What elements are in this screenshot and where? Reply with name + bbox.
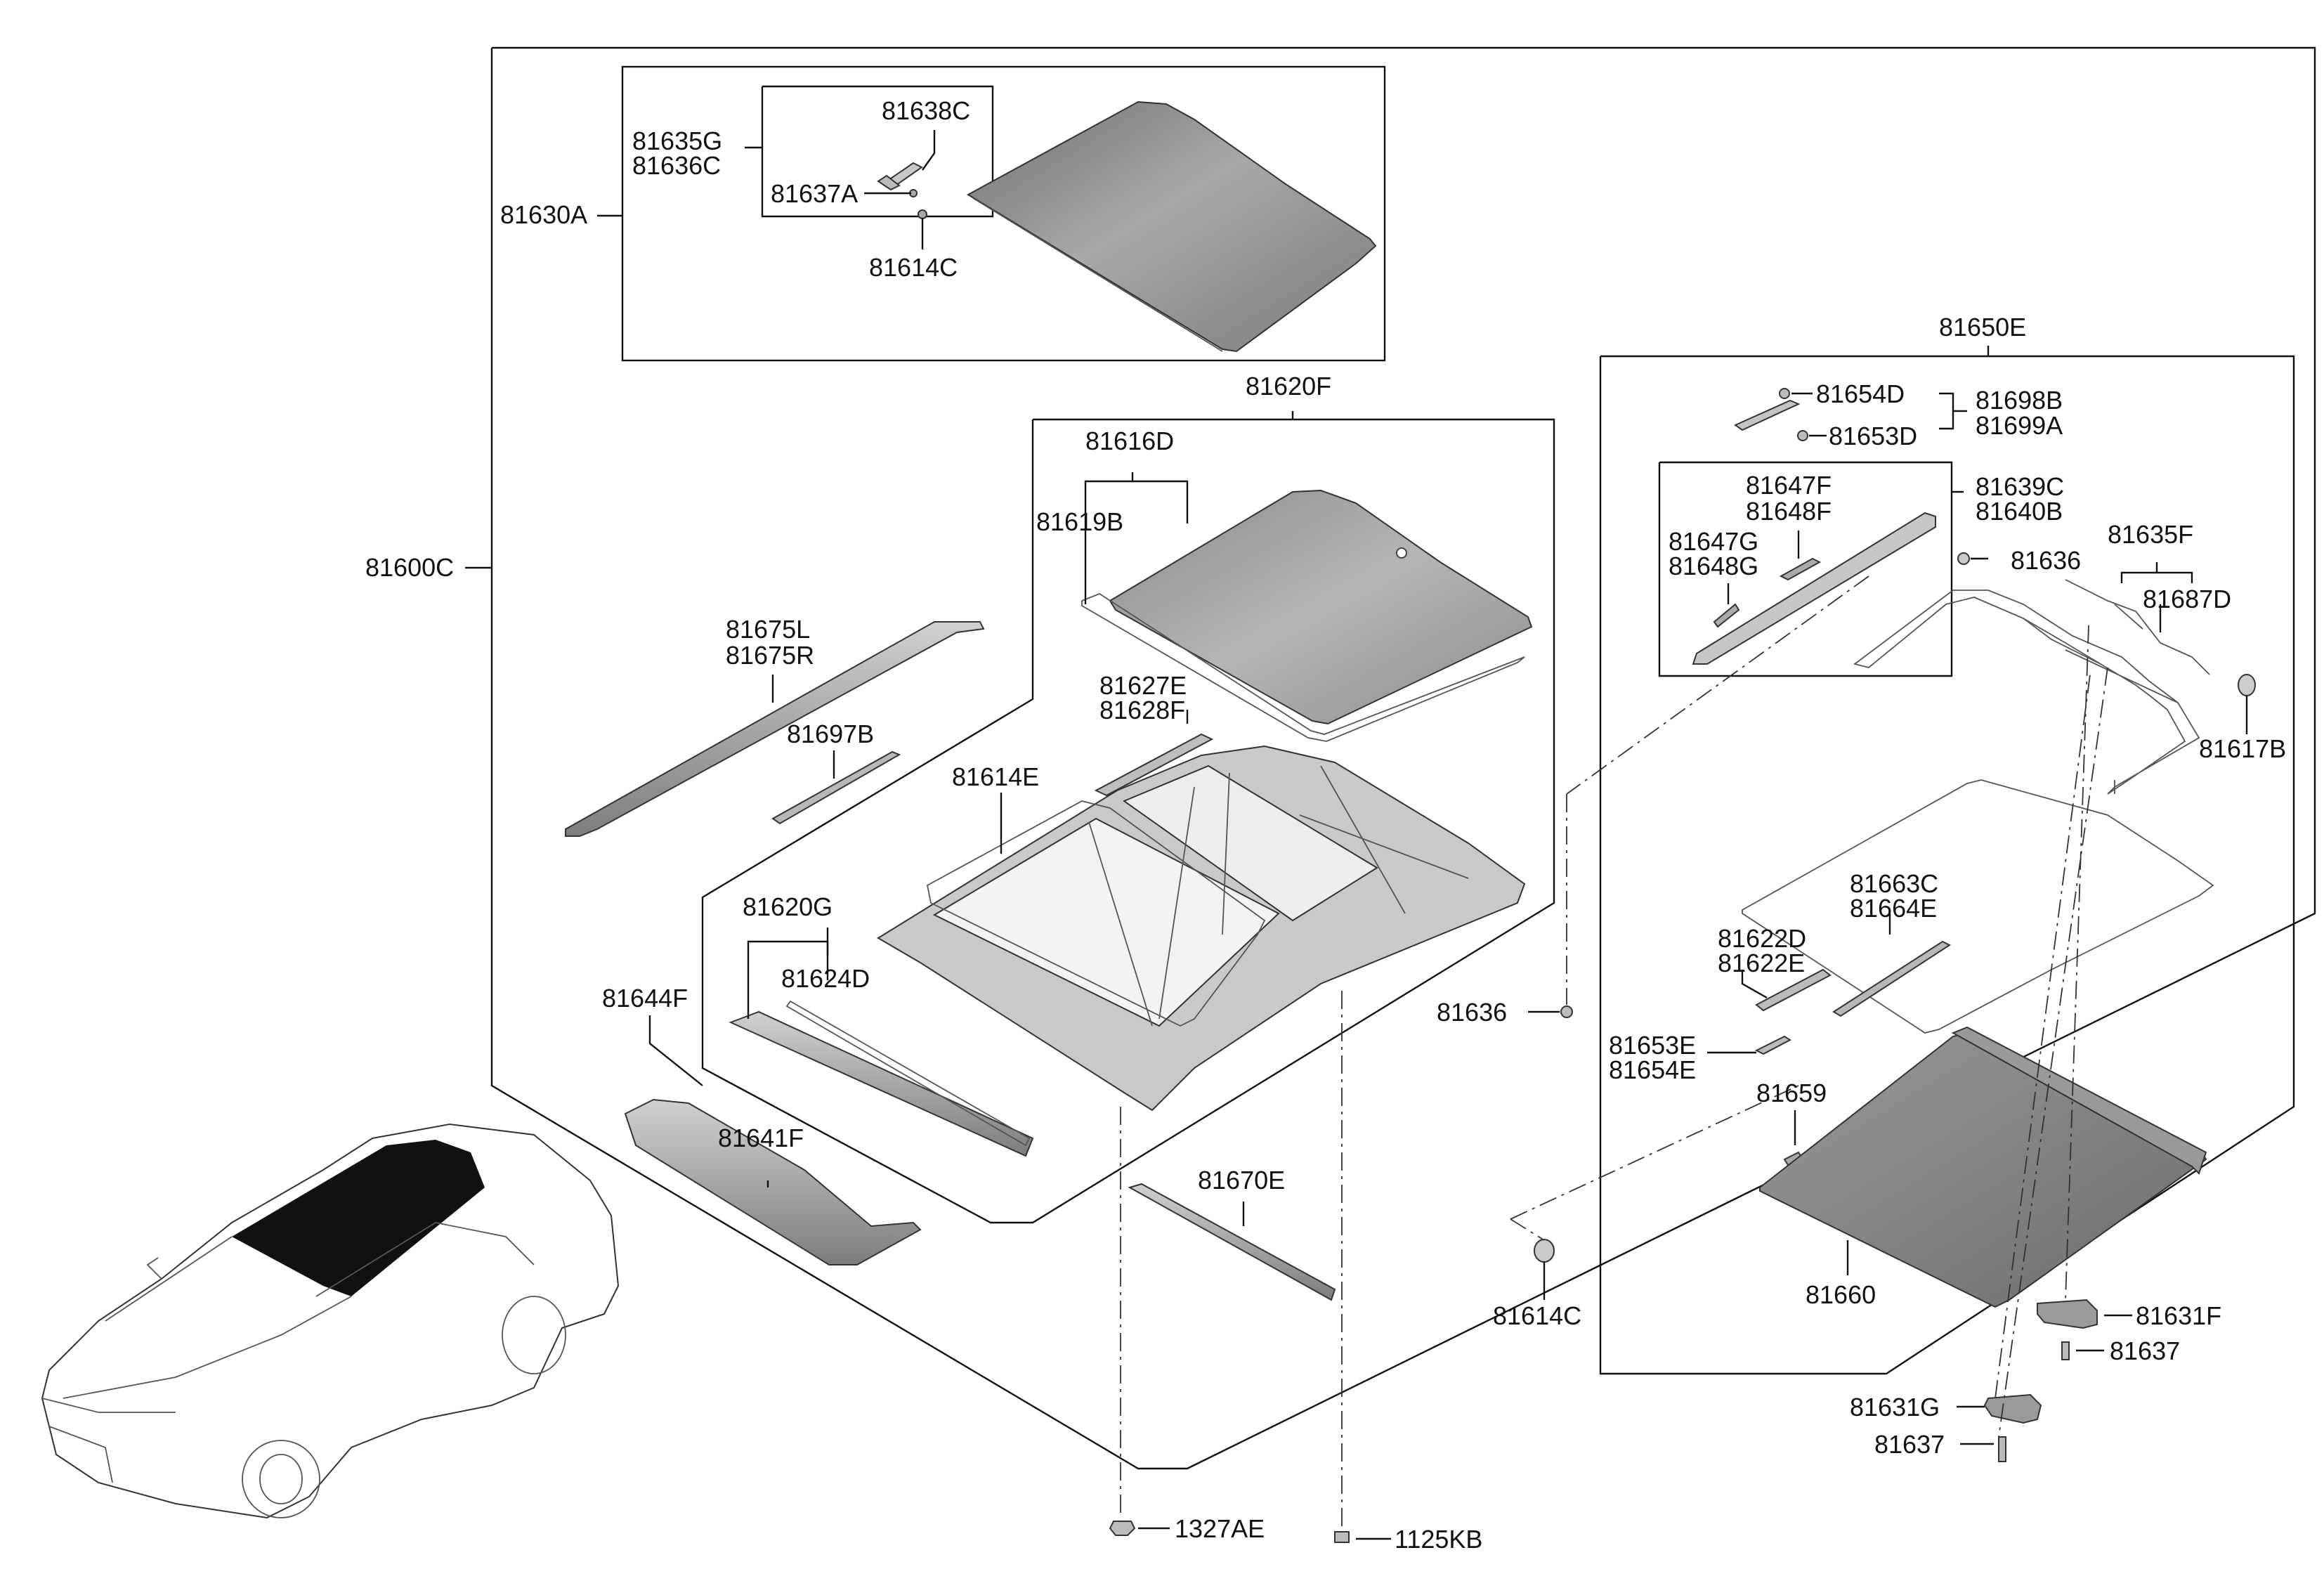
label-81648G: 81648G (1669, 552, 1758, 580)
front-seal-81641F (624, 1098, 922, 1265)
label-81628F: 81628F (1099, 696, 1185, 724)
label-81622D: 81622D (1718, 924, 1806, 953)
roof-panel-opening-rear (1122, 764, 1378, 922)
screw-81636-left (1560, 1005, 1573, 1018)
label-81654E: 81654E (1609, 1055, 1696, 1084)
label-81631F: 81631F (2136, 1301, 2221, 1330)
deflector-81639C (1692, 512, 1936, 665)
label-81698B: 81698B (1976, 386, 2063, 415)
label-81620F: 81620F (1246, 372, 1331, 401)
label-81619B: 81619B (1036, 507, 1123, 536)
main-group-frame (490, 46, 2316, 1470)
label-81670E: 81670E (1198, 1166, 1285, 1195)
label-1125KB: 1125KB (1395, 1525, 1482, 1554)
drain-grommet-81617B (2238, 674, 2256, 696)
fixed-glass-group-box (621, 65, 1386, 362)
clip-subgroup-box (761, 85, 994, 218)
bolt-1125KB (1334, 1531, 1350, 1543)
label-81648F: 81648F (1746, 497, 1832, 526)
label-81600C: 81600C (365, 553, 454, 582)
front-strip-81624D (785, 1000, 1031, 1147)
label-81699A: 81699A (1976, 411, 2063, 440)
car-thumbnail (41, 1123, 620, 1519)
label-81697B: 81697B (787, 720, 874, 748)
sunroof-frame-rail (1853, 590, 2200, 795)
label-81636C: 81636C (632, 151, 721, 180)
label-81614C-bottom: 81614C (1493, 1301, 1581, 1330)
label-81624D: 81624D (781, 964, 870, 993)
label-81637-lower: 81637 (1874, 1430, 1945, 1459)
sunroof-seal-81614E (926, 800, 1266, 1027)
panorama-group-box (701, 418, 1555, 1224)
pin-81614C (918, 209, 927, 219)
sunroof-outer-frame (1742, 779, 2214, 1034)
label-81641F: 81641F (718, 1124, 804, 1152)
label-81631G: 81631G (1850, 1393, 1940, 1421)
roof-panel-opening (932, 817, 1280, 1027)
deflector-subgroup-box (1658, 461, 1953, 677)
label-81627E: 81627E (1099, 671, 1187, 700)
label-81664E: 81664E (1850, 894, 1937, 923)
label-81644F: 81644F (602, 984, 688, 1013)
guide-81622D (1755, 968, 1832, 1012)
motor-81631F (2037, 1299, 2098, 1329)
label-81660: 81660 (1806, 1280, 1876, 1309)
bracket-81654D (1733, 399, 1801, 431)
label-81675L: 81675L (726, 615, 810, 644)
sunshade-81660 (1759, 1031, 2207, 1308)
fixed-glass-panel (966, 100, 1377, 353)
label-81614C-top: 81614C (869, 253, 958, 282)
screw-81637-upper (2061, 1341, 2070, 1360)
label-81653E: 81653E (1609, 1031, 1696, 1060)
clip-81635G (877, 174, 901, 191)
label-81620G: 81620G (743, 892, 833, 921)
label-81635F: 81635F (2108, 520, 2193, 549)
label-81614E: 81614E (952, 762, 1039, 791)
label-81647F: 81647F (1746, 471, 1832, 500)
label-81616D: 81616D (1085, 427, 1174, 455)
guide-rail-81663C (1832, 940, 1952, 1017)
label-81638C: 81638C (882, 96, 970, 125)
movable-glass-panel (1109, 489, 1533, 725)
label-81653D: 81653D (1829, 422, 1917, 450)
deflector-81627E (1094, 733, 1214, 797)
label-81639C: 81639C (1976, 472, 2064, 501)
label-81637A: 81637A (771, 179, 858, 208)
glass-seal-81619B (1081, 592, 1525, 742)
label-81637-upper: 81637 (2110, 1336, 2180, 1365)
screw-81637-lower (1998, 1436, 2006, 1462)
label-81640B: 81640B (1976, 497, 2063, 526)
label-81647G: 81647G (1669, 527, 1758, 556)
label-81675R: 81675R (726, 641, 814, 670)
label-81687D: 81687D (2143, 585, 2231, 613)
drain-81614C-bottom (1534, 1239, 1555, 1263)
label-81636-left: 81636 (1437, 998, 1507, 1027)
label-81659: 81659 (1756, 1079, 1827, 1107)
label-81654D: 81654D (1816, 379, 1905, 408)
label-81636-right: 81636 (2011, 546, 2081, 575)
label-1327AE: 1327AE (1175, 1514, 1265, 1543)
label-81630A: 81630A (500, 200, 587, 229)
label-81663C: 81663C (1850, 869, 1938, 898)
roof-molding-81675 (565, 621, 985, 837)
bracket-81653E (1754, 1035, 1792, 1055)
rear-strip-81670E (1128, 1183, 1336, 1301)
car-roof-glass (232, 1140, 485, 1296)
label-81617B: 81617B (2199, 734, 2286, 763)
label-81622E: 81622E (1718, 949, 1805, 977)
front-strip-81620G (729, 1010, 1034, 1157)
motor-81631G (1983, 1393, 2042, 1424)
strip-81697B (771, 750, 901, 825)
label-81635G: 81635G (632, 126, 722, 155)
label-81650E: 81650E (1939, 313, 2026, 341)
nut-1327AE (1109, 1521, 1136, 1536)
